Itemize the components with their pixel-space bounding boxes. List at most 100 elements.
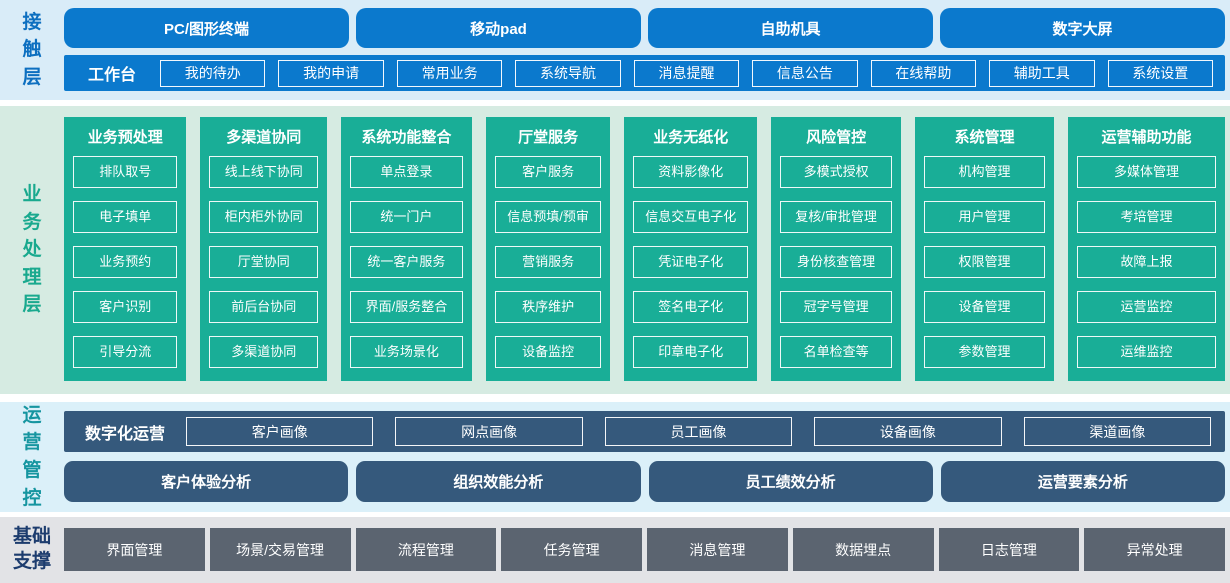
analysis-button[interactable]: 组织效能分析 [356, 461, 641, 502]
business-item[interactable]: 业务预约 [73, 246, 178, 278]
business-item[interactable]: 多媒体管理 [1077, 156, 1216, 188]
business-item[interactable]: 业务场景化 [350, 336, 463, 368]
business-item[interactable]: 客户服务 [494, 156, 602, 188]
business-item[interactable]: 机构管理 [923, 156, 1046, 188]
digital-operations-item[interactable]: 员工画像 [604, 417, 793, 446]
foundation-item[interactable]: 场景/交易管理 [209, 528, 351, 571]
digital-operations-label: 数字化运营 [84, 425, 165, 443]
business-item[interactable]: 凭证电子化 [633, 246, 749, 278]
operations-layer-band: 运营管控 数字化运营 客户画像网点画像员工画像设备画像渠道画像 客户体验分析组织… [0, 402, 1230, 512]
business-item[interactable]: 秩序维护 [494, 291, 602, 323]
analysis-button[interactable]: 员工绩效分析 [648, 461, 933, 502]
terminal-button[interactable]: PC/图形终端 [64, 8, 349, 48]
digital-operations-item[interactable]: 渠道画像 [1023, 417, 1212, 446]
workbench-item[interactable]: 辅助工具 [989, 59, 1095, 87]
business-item[interactable]: 运维监控 [1077, 336, 1216, 368]
business-column: 运营辅助功能多媒体管理考培管理故障上报运营监控运维监控 [1068, 117, 1225, 381]
business-item[interactable]: 设备监控 [494, 336, 602, 368]
business-column: 业务预处理排队取号电子填单业务预约客户识别引导分流 [64, 117, 187, 381]
business-column: 风险管控多模式授权复核/审批管理身份核查管理冠字号管理名单检查等 [771, 117, 901, 381]
business-item[interactable]: 印章电子化 [633, 336, 749, 368]
business-item[interactable]: 统一客户服务 [350, 246, 463, 278]
business-item[interactable]: 排队取号 [73, 156, 178, 188]
business-item[interactable]: 故障上报 [1077, 246, 1216, 278]
business-column-title: 系统管理 [954, 129, 1015, 146]
business-item[interactable]: 界面/服务整合 [350, 291, 463, 323]
foundation-item[interactable]: 流程管理 [355, 528, 497, 571]
foundation-item[interactable]: 消息管理 [647, 528, 788, 571]
business-item[interactable]: 名单检查等 [780, 336, 892, 368]
business-column-title: 系统功能整合 [361, 129, 452, 146]
business-item[interactable]: 信息交互电子化 [633, 201, 749, 233]
terminal-button[interactable]: 自助机具 [648, 8, 933, 48]
digital-operations-item[interactable]: 网点画像 [395, 417, 583, 446]
business-layer-band: 业务处理层 业务预处理排队取号电子填单业务预约客户识别引导分流多渠道协同线上线下… [0, 106, 1230, 394]
workbench-item[interactable]: 我的申请 [278, 59, 384, 87]
business-item[interactable]: 用户管理 [923, 201, 1046, 233]
digital-operations-item[interactable]: 客户画像 [186, 417, 374, 446]
business-item[interactable]: 设备管理 [923, 291, 1046, 323]
foundation-layer-body: 界面管理场景/交易管理流程管理任务管理消息管理数据埋点日志管理异常处理 [64, 517, 1230, 583]
business-item[interactable]: 签名电子化 [633, 291, 749, 323]
workbench-item[interactable]: 系统设置 [1107, 59, 1213, 87]
workbench-item[interactable]: 在线帮助 [870, 59, 977, 87]
operations-layer-body: 数字化运营 客户画像网点画像员工画像设备画像渠道画像 客户体验分析组织效能分析员… [64, 402, 1230, 512]
business-item[interactable]: 冠字号管理 [780, 291, 892, 323]
terminal-button[interactable]: 数字大屏 [940, 8, 1225, 48]
foundation-item[interactable]: 界面管理 [64, 528, 205, 571]
digital-operations-item[interactable]: 设备画像 [814, 417, 1002, 446]
workbench-item[interactable]: 我的待办 [160, 59, 266, 87]
workbench-item[interactable]: 消息提醒 [633, 59, 740, 87]
business-column-items: 机构管理用户管理权限管理设备管理参数管理 [923, 156, 1046, 368]
business-column-items: 客户服务信息预填/预审营销服务秩序维护设备监控 [494, 156, 602, 368]
business-layer-body: 业务预处理排队取号电子填单业务预约客户识别引导分流多渠道协同线上线下协同柜内柜外… [64, 106, 1230, 394]
business-item[interactable]: 线上线下协同 [209, 156, 319, 188]
foundation-layer-band: 基础支撑 界面管理场景/交易管理流程管理任务管理消息管理数据埋点日志管理异常处理 [0, 517, 1230, 583]
business-column: 系统管理机构管理用户管理权限管理设备管理参数管理 [914, 117, 1055, 381]
foundation-item[interactable]: 日志管理 [938, 528, 1080, 571]
business-item[interactable]: 多渠道协同 [209, 336, 319, 368]
business-item[interactable]: 厅堂协同 [209, 246, 319, 278]
business-item[interactable]: 权限管理 [923, 246, 1046, 278]
business-item[interactable]: 资料影像化 [633, 156, 749, 188]
business-column-title: 多渠道协同 [226, 129, 302, 146]
business-item[interactable]: 多模式授权 [780, 156, 892, 188]
business-item[interactable]: 统一门户 [350, 201, 463, 233]
business-column-title: 业务预处理 [87, 129, 163, 146]
business-item[interactable]: 参数管理 [923, 336, 1046, 368]
workbench-item[interactable]: 信息公告 [752, 59, 858, 87]
business-columns: 业务预处理排队取号电子填单业务预约客户识别引导分流多渠道协同线上线下协同柜内柜外… [64, 117, 1225, 381]
business-item[interactable]: 身份核查管理 [780, 246, 892, 278]
business-item[interactable]: 考培管理 [1077, 201, 1216, 233]
analysis-button[interactable]: 运营要素分析 [940, 461, 1225, 502]
business-column-title: 业务无纸化 [653, 129, 729, 146]
workbench-item[interactable]: 常用业务 [396, 59, 503, 87]
business-column: 业务无纸化资料影像化信息交互电子化凭证电子化签名电子化印章电子化 [624, 117, 758, 381]
business-column-title: 厅堂服务 [518, 129, 579, 146]
foundation-item[interactable]: 数据埋点 [792, 528, 934, 571]
business-column-items: 多媒体管理考培管理故障上报运营监控运维监控 [1077, 156, 1216, 368]
foundation-item[interactable]: 异常处理 [1084, 528, 1225, 571]
business-item[interactable]: 前后台协同 [209, 291, 319, 323]
business-item[interactable]: 引导分流 [73, 336, 178, 368]
business-item[interactable]: 复核/审批管理 [780, 201, 892, 233]
business-item[interactable]: 柜内柜外协同 [209, 201, 319, 233]
analysis-button[interactable]: 客户体验分析 [64, 461, 349, 502]
business-item[interactable]: 单点登录 [350, 156, 463, 188]
business-item[interactable]: 运营监控 [1077, 291, 1216, 323]
analysis-row: 客户体验分析组织效能分析员工绩效分析运营要素分析 [64, 461, 1225, 502]
business-item[interactable]: 信息预填/预审 [494, 201, 602, 233]
business-item[interactable]: 电子填单 [73, 201, 178, 233]
foundation-item[interactable]: 任务管理 [501, 528, 642, 571]
business-column: 系统功能整合单点登录统一门户统一客户服务界面/服务整合业务场景化 [341, 117, 472, 381]
business-item[interactable]: 营销服务 [494, 246, 602, 278]
terminal-button[interactable]: 移动pad [356, 8, 641, 48]
workbench-items: 我的待办我的申请常用业务系统导航消息提醒信息公告在线帮助辅助工具系统设置 [160, 59, 1213, 87]
workbench-label: 工作台 [87, 67, 136, 84]
business-item[interactable]: 客户识别 [73, 291, 178, 323]
business-column-items: 资料影像化信息交互电子化凭证电子化签名电子化印章电子化 [633, 156, 749, 368]
business-column-items: 线上线下协同柜内柜外协同厅堂协同前后台协同多渠道协同 [209, 156, 319, 368]
workbench-item[interactable]: 系统导航 [515, 59, 621, 87]
